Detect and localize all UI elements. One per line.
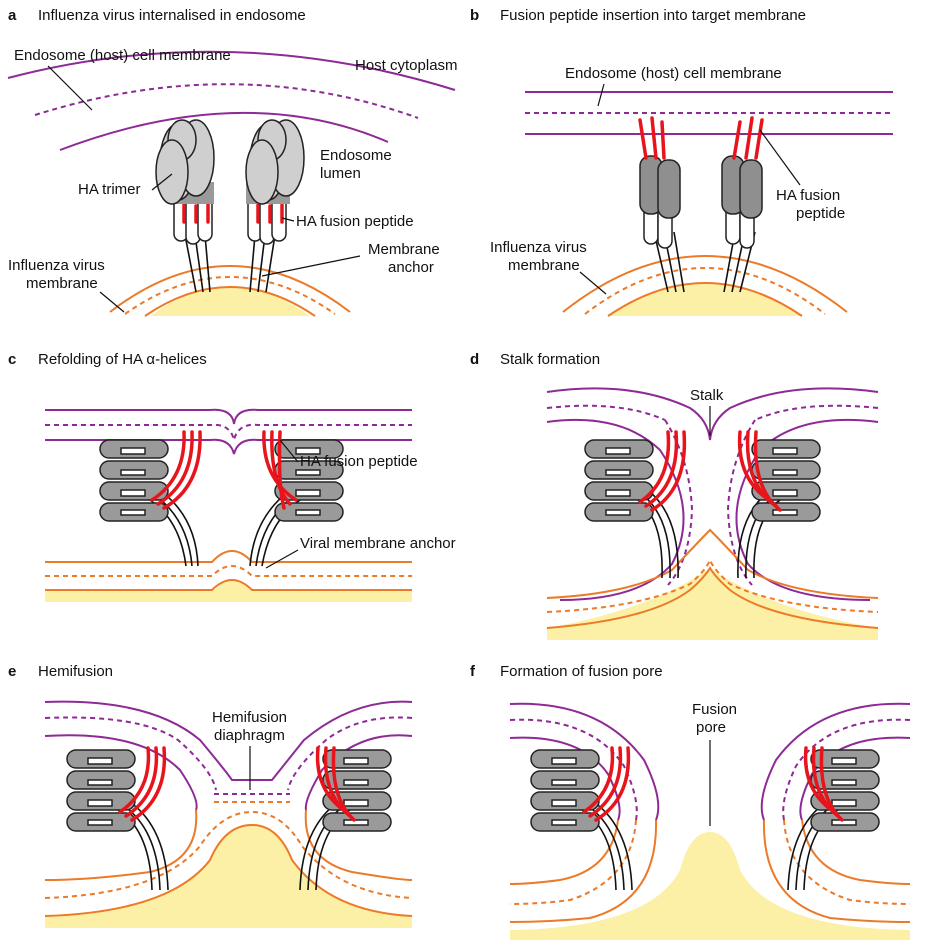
ha-refolded-left bbox=[100, 432, 200, 566]
label-ha-trimer: HA trimer bbox=[78, 181, 141, 198]
label-hemifusion-2: diaphragm bbox=[214, 727, 285, 744]
panel-c: c Refolding of HA α-helices bbox=[8, 351, 456, 602]
label-fusion-pore-1: Fusion bbox=[692, 701, 737, 718]
panel-d-title: Stalk formation bbox=[500, 351, 600, 368]
label-membrane-anchor-2: anchor bbox=[388, 259, 434, 276]
panel-c-title: Refolding of HA α-helices bbox=[38, 351, 207, 368]
label-host-membrane-a: Endosome (host) cell membrane bbox=[14, 47, 231, 64]
panel-a: a Influenza virus internalised in endoso… bbox=[8, 7, 458, 316]
panel-c-letter: c bbox=[8, 351, 16, 368]
virus-core-d bbox=[547, 568, 878, 640]
label-fusion-pore-2: pore bbox=[696, 719, 726, 736]
label-ha-fusion-peptide-c: HA fusion peptide bbox=[300, 453, 418, 470]
label-host-membrane-b: Endosome (host) cell membrane bbox=[565, 65, 782, 82]
ha-trimer-left bbox=[156, 120, 214, 292]
panel-e-title: Hemifusion bbox=[38, 663, 113, 680]
label-virus-membrane-a-2: membrane bbox=[26, 275, 98, 292]
label-virus-membrane-a-1: Influenza virus bbox=[8, 257, 105, 274]
label-ha-fusion-peptide-a: HA fusion peptide bbox=[296, 213, 414, 230]
panel-e-letter: e bbox=[8, 663, 16, 680]
panel-f: f Formation of fusion pore bbox=[470, 663, 910, 940]
label-ha-fusion-peptide-b-1: HA fusion bbox=[776, 187, 840, 204]
ha-extended-right bbox=[722, 118, 762, 292]
panel-d: d Stalk formation bbox=[470, 351, 878, 640]
ha-hemifusion-left bbox=[67, 748, 168, 890]
label-virus-membrane-b-1: Influenza virus bbox=[490, 239, 587, 256]
panel-e: e Hemifusion bbox=[8, 663, 412, 928]
ha-trimer-right bbox=[246, 120, 304, 292]
endosome-membrane-inner bbox=[60, 113, 388, 150]
panel-d-letter: d bbox=[470, 351, 479, 368]
ha-stalk-right bbox=[738, 432, 820, 578]
label-viral-membrane-anchor: Viral membrane anchor bbox=[300, 535, 456, 552]
virus-core bbox=[150, 287, 310, 316]
panel-a-title: Influenza virus internalised in endosome bbox=[38, 7, 306, 24]
label-membrane-anchor-1: Membrane bbox=[368, 241, 440, 258]
label-endosome-lumen-1: Endosome bbox=[320, 147, 392, 164]
panel-b-title: Fusion peptide insertion into target mem… bbox=[500, 7, 806, 24]
ha-stalk-left bbox=[585, 432, 684, 578]
ha-pore-left bbox=[531, 748, 632, 890]
label-hemifusion-1: Hemifusion bbox=[212, 709, 287, 726]
panel-f-title: Formation of fusion pore bbox=[500, 663, 663, 680]
virus-core-f bbox=[510, 832, 910, 940]
panel-b-letter: b bbox=[470, 7, 479, 24]
ha-hemifusion-right bbox=[300, 748, 391, 890]
label-stalk: Stalk bbox=[690, 387, 724, 404]
label-virus-membrane-b-2: membrane bbox=[508, 257, 580, 274]
panel-a-letter: a bbox=[8, 7, 17, 24]
label-ha-fusion-peptide-b-2: peptide bbox=[796, 205, 845, 222]
panel-f-letter: f bbox=[470, 663, 476, 680]
label-endosome-lumen-2: lumen bbox=[320, 165, 361, 182]
label-host-cytoplasm: Host cytoplasm bbox=[355, 57, 458, 74]
panel-b: b Fusion peptide insertion into target m… bbox=[470, 7, 893, 316]
